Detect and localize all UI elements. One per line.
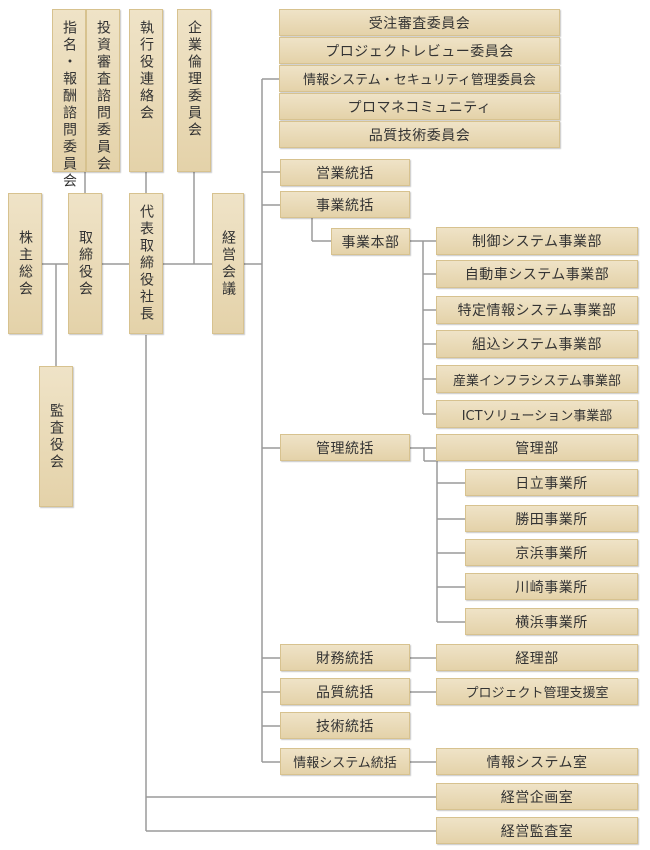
unit-jigyou-toukatsu: 事業統括 bbox=[280, 191, 410, 218]
torishimariyakukai-box: 取締役会 bbox=[68, 193, 102, 334]
office-keihin: 京浜事業所 bbox=[465, 539, 638, 566]
shimei-houshu-committee-box: 指名・報酬諮問委員会 bbox=[52, 9, 86, 190]
shikkouyaku-renrakukai-box: 執行役連絡会 bbox=[129, 9, 163, 172]
dept-keiei-kansa-shitsu: 経営監査室 bbox=[436, 817, 638, 844]
division-tokutei-joho: 特定情報システム事業部 bbox=[436, 296, 638, 324]
division-seigyo: 制御システム事業部 bbox=[436, 227, 638, 255]
committee-juchu-shinsa: 受注審査委員会 bbox=[279, 9, 560, 36]
dept-kanri-bu: 管理部 bbox=[436, 434, 638, 461]
dept-keiri-bu: 経理部 bbox=[436, 644, 638, 671]
unit-gijutsu-toukatsu: 技術統括 bbox=[280, 712, 410, 739]
unit-jigyou-honbu: 事業本部 bbox=[331, 228, 410, 255]
office-yokohama: 横浜事業所 bbox=[465, 608, 638, 635]
dept-project-kanri-shien: プロジェクト管理支援室 bbox=[436, 678, 638, 705]
unit-zaimu-toukatsu: 財務統括 bbox=[280, 644, 410, 671]
unit-joho-system-toukatsu: 情報システム統括 bbox=[280, 748, 410, 775]
division-ict-solution: ICTソリューション事業部 bbox=[436, 400, 638, 428]
dept-joho-system-shitsu: 情報システム室 bbox=[436, 748, 638, 775]
committee-hinshitsu-gijutsu: 品質技術委員会 bbox=[279, 121, 560, 148]
keiei-kaigi-box: 経営会議 bbox=[212, 193, 244, 334]
toushi-shinsa-committee-box: 投資審査諮問委員会 bbox=[86, 9, 120, 173]
division-sangyou-infra: 産業インフラシステム事業部 bbox=[436, 365, 638, 393]
kabunushi-soukai-box: 株主総会 bbox=[8, 193, 42, 334]
committee-security: 情報システム・セキュリティ管理委員会 bbox=[279, 65, 560, 92]
division-jidousha: 自動車システム事業部 bbox=[436, 260, 638, 288]
kansayakukai-box: 監査役会 bbox=[39, 366, 73, 507]
office-hitachi: 日立事業所 bbox=[465, 469, 638, 496]
unit-hinshitsu-toukatsu: 品質統括 bbox=[280, 678, 410, 705]
daihyou-torishimariyaku-box: 代表取締役社長 bbox=[129, 193, 163, 334]
division-kumikomi: 組込システム事業部 bbox=[436, 330, 638, 358]
kigyou-rinri-committee-box: 企業倫理委員会 bbox=[177, 9, 211, 172]
unit-eigyou-toukatsu: 営業統括 bbox=[280, 159, 410, 186]
office-katsuta: 勝田事業所 bbox=[465, 505, 638, 532]
dept-keiei-kikaku-shitsu: 経営企画室 bbox=[436, 783, 638, 810]
committee-promane: プロマネコミュニティ bbox=[279, 93, 560, 120]
committee-project-review: プロジェクトレビュー委員会 bbox=[279, 37, 560, 64]
office-kawasaki: 川崎事業所 bbox=[465, 573, 638, 600]
unit-kanri-toukatsu: 管理統括 bbox=[280, 434, 410, 461]
